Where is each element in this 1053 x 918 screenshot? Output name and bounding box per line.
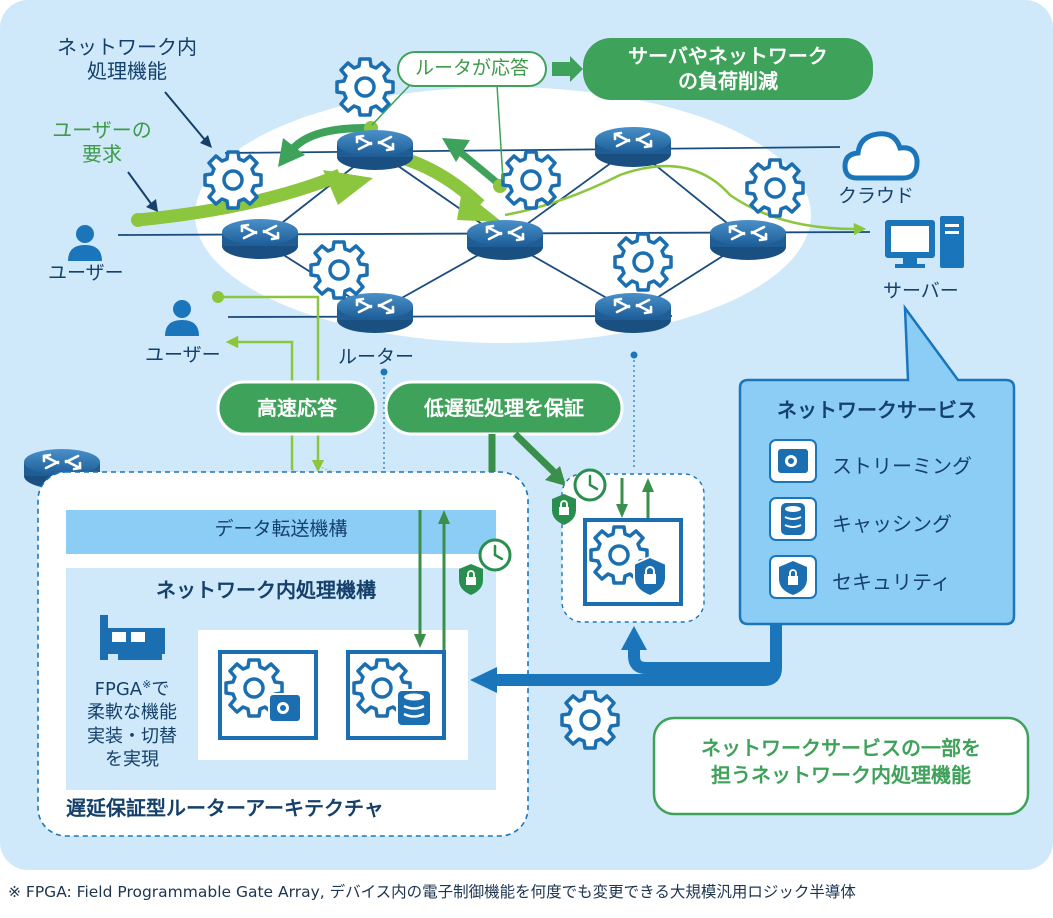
router-left	[220, 217, 300, 261]
footnote: ※ FPGA: Field Programmable Gate Array, デ…	[8, 883, 856, 901]
gear-icon	[613, 232, 673, 292]
network-services-title: ネットワークサービス	[777, 398, 977, 422]
callout-line	[371, 84, 411, 126]
router-responds-label: ルータが応答	[414, 57, 529, 79]
service-deploy-arrowhead	[470, 667, 497, 693]
user-label: ユーザー	[48, 262, 124, 284]
data-transfer-label: データ転送機構	[214, 518, 348, 540]
load-reduction-pill	[583, 38, 873, 100]
shield-lock-icon	[779, 561, 807, 595]
fpga-card-icon	[100, 615, 165, 660]
router-right	[708, 218, 788, 262]
fpga-note: FPGA※で 柔軟な機能 実装・切替 を実現	[87, 678, 177, 771]
gear-icon	[560, 690, 620, 750]
architecture-label: 遅延保証型ルーターアーキテクチャ	[66, 796, 384, 820]
database-icon	[396, 689, 432, 727]
request-origin-dot	[131, 213, 145, 227]
router-response-flow	[288, 124, 366, 153]
low-latency-label: 低遅延処理を保証	[424, 395, 584, 420]
connector-dot	[380, 368, 388, 376]
bottom-message-box	[652, 716, 1030, 816]
database-icon	[781, 503, 805, 535]
router-top-left	[335, 128, 415, 172]
gear-response-arrowhead	[442, 138, 470, 162]
router-bottom-left	[335, 291, 415, 335]
fast-origin-dot	[212, 291, 224, 303]
pointer-line	[164, 91, 206, 141]
router-response-arrowhead	[278, 138, 305, 167]
streaming-label: ストリーミング	[832, 454, 972, 478]
camera-icon	[778, 449, 808, 473]
up-arrowhead	[642, 478, 654, 492]
clock-icon	[478, 538, 512, 572]
user-request-label: ユーザーの要求	[52, 118, 152, 166]
forward-arrowhead	[457, 190, 502, 222]
service-deploy-arrowhead-2	[621, 626, 647, 650]
pointer-arrowhead	[146, 199, 158, 212]
low-latency-pill	[384, 380, 624, 436]
load-reduction-label: サーバやネットワークの負荷削減	[628, 44, 828, 93]
router-top-right	[593, 125, 673, 169]
router-bottom-right	[593, 291, 673, 335]
server-icon	[885, 216, 964, 268]
cloud-label: クラウド	[838, 185, 915, 207]
bottom-message: ネットワークサービスの一部を担うネットワーク内処理機能	[701, 736, 981, 787]
down-arrowhead	[414, 634, 426, 648]
security-label: セキュリティ	[832, 570, 951, 594]
service-deploy-arrow-2	[628, 646, 776, 674]
network-services-panel	[738, 303, 1016, 626]
in-network-processing-label: ネットワーク内処理機能	[57, 35, 197, 83]
clock-icon	[573, 468, 607, 502]
in-network-mechanism-label: ネットワーク内処理機構	[156, 578, 376, 602]
server-flow-line	[504, 164, 867, 236]
load-arrow	[552, 56, 583, 82]
camera-icon	[268, 693, 302, 723]
latency-arrow-right	[512, 431, 559, 477]
fast-response-pill	[216, 380, 378, 436]
callout-line	[496, 84, 504, 181]
pointer-arrowhead	[200, 135, 212, 148]
server-label: サーバー	[883, 280, 959, 302]
caching-label: キャッシング	[832, 512, 952, 536]
router-responds-pill	[397, 51, 547, 87]
router-center	[465, 218, 545, 262]
gear-icon	[745, 158, 805, 218]
fast-response-label: 高速応答	[257, 395, 337, 420]
network-cloud-ellipse	[195, 87, 811, 343]
connector-dot	[630, 351, 638, 359]
user-label: ユーザー	[145, 344, 221, 366]
gear-icon	[309, 240, 369, 300]
data-transfer-band	[66, 510, 496, 554]
up-arrowhead	[438, 510, 450, 524]
gear-icon	[335, 57, 395, 117]
gear-icon	[203, 150, 263, 210]
router-label: ルーター	[338, 346, 415, 368]
shield-lock-icon	[633, 555, 667, 598]
gear-icon	[501, 150, 561, 210]
cloud-icon	[842, 131, 920, 181]
latency-arrowhead	[545, 466, 566, 486]
user-request-arrowhead	[323, 170, 373, 205]
pointer-line	[127, 171, 153, 206]
down-arrowhead	[616, 504, 628, 518]
